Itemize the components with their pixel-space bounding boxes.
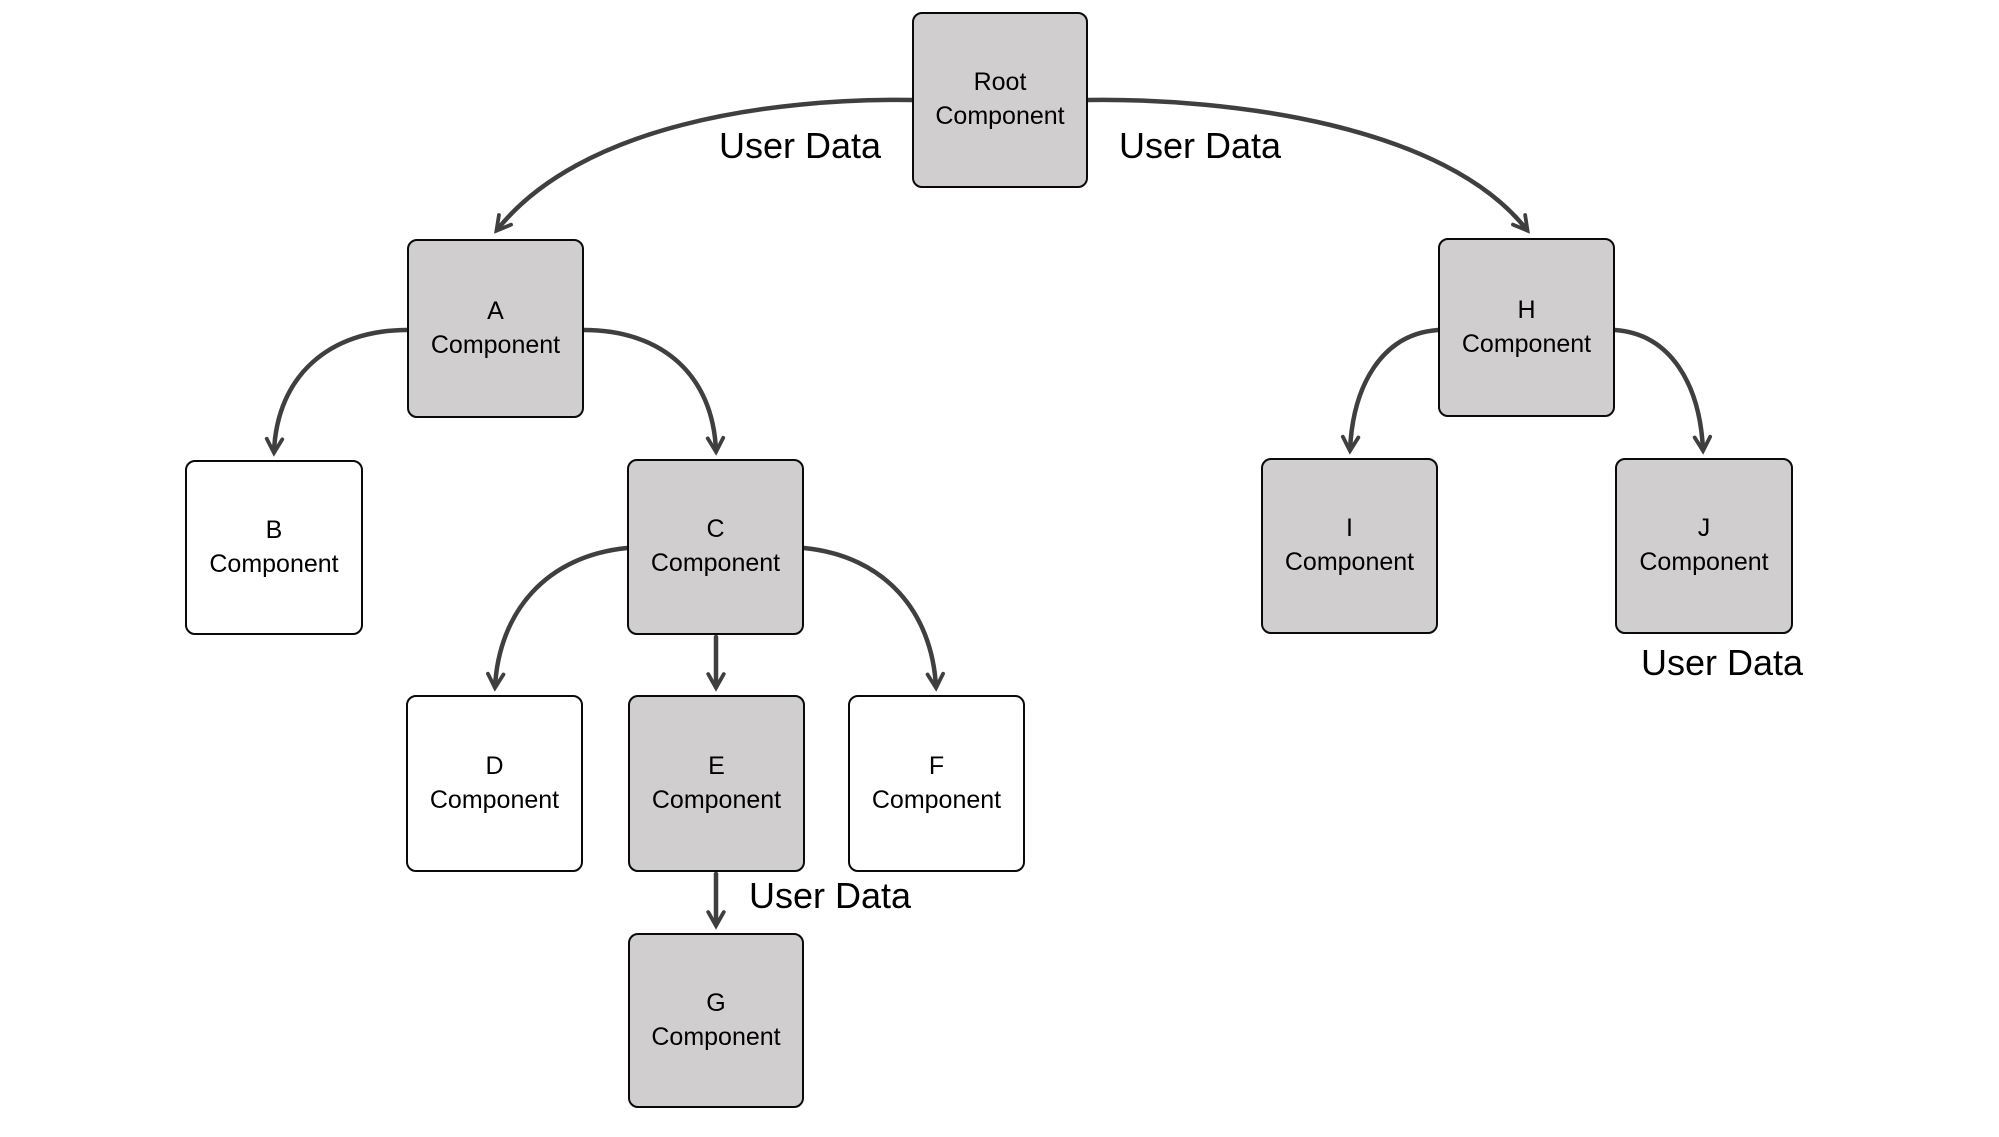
node-j-component: J Component [1615, 458, 1793, 634]
node-type-label: Component [651, 785, 782, 814]
node-type-label: Component [1639, 548, 1769, 576]
node-h-component: H Component [1438, 238, 1615, 417]
node-letter: D [485, 751, 504, 780]
node-letter: F [928, 751, 945, 780]
edge-a-b [274, 327, 410, 452]
edge-c-f [801, 545, 936, 687]
node-letter: A [487, 296, 504, 325]
node-letter: J [1697, 514, 1711, 543]
edge-h-i [1350, 327, 1441, 450]
node-a-component: A Component [407, 239, 584, 418]
node-type-label: Component [871, 785, 1002, 814]
node-letter: C [706, 515, 725, 544]
node-type-label: Component [209, 549, 339, 578]
node-f-component: F Component [848, 695, 1025, 872]
node-g-component: G Component [628, 933, 804, 1108]
node-letter: Root [973, 68, 1027, 97]
edge-h-j [1612, 327, 1703, 450]
edge-root-h [1085, 97, 1527, 230]
node-letter: G [706, 988, 726, 1017]
node-e-component: E Component [628, 695, 805, 872]
node-b-component: B Component [185, 460, 363, 635]
node-letter: B [265, 515, 283, 544]
node-letter: I [1346, 514, 1353, 543]
edge-root-a [497, 97, 915, 230]
edge-c-d [495, 545, 630, 687]
edge-label-e-g-user-data: User Data [748, 875, 912, 916]
node-type-label: Component [1284, 548, 1415, 576]
node-root-component: Root Component [912, 12, 1088, 188]
node-i-component: I Component [1261, 458, 1438, 634]
node-type-label: Component [935, 102, 1065, 130]
node-type-label: Component [429, 785, 560, 814]
edge-label-root-h-user-data: User Data [1118, 125, 1282, 166]
edge-a-c [581, 327, 716, 451]
node-c-component: C Component [627, 459, 804, 635]
node-type-label: Component [650, 549, 781, 577]
edge-label-root-a-user-data: User Data [718, 125, 882, 166]
node-type-label: Component [651, 1022, 781, 1051]
node-letter: H [1517, 295, 1536, 324]
node-d-component: D Component [406, 695, 583, 872]
node-type-label: Component [1461, 329, 1592, 358]
edge-label-h-j-user-data: User Data [1640, 642, 1804, 683]
node-letter: E [708, 751, 725, 780]
node-type-label: Component [430, 330, 561, 359]
